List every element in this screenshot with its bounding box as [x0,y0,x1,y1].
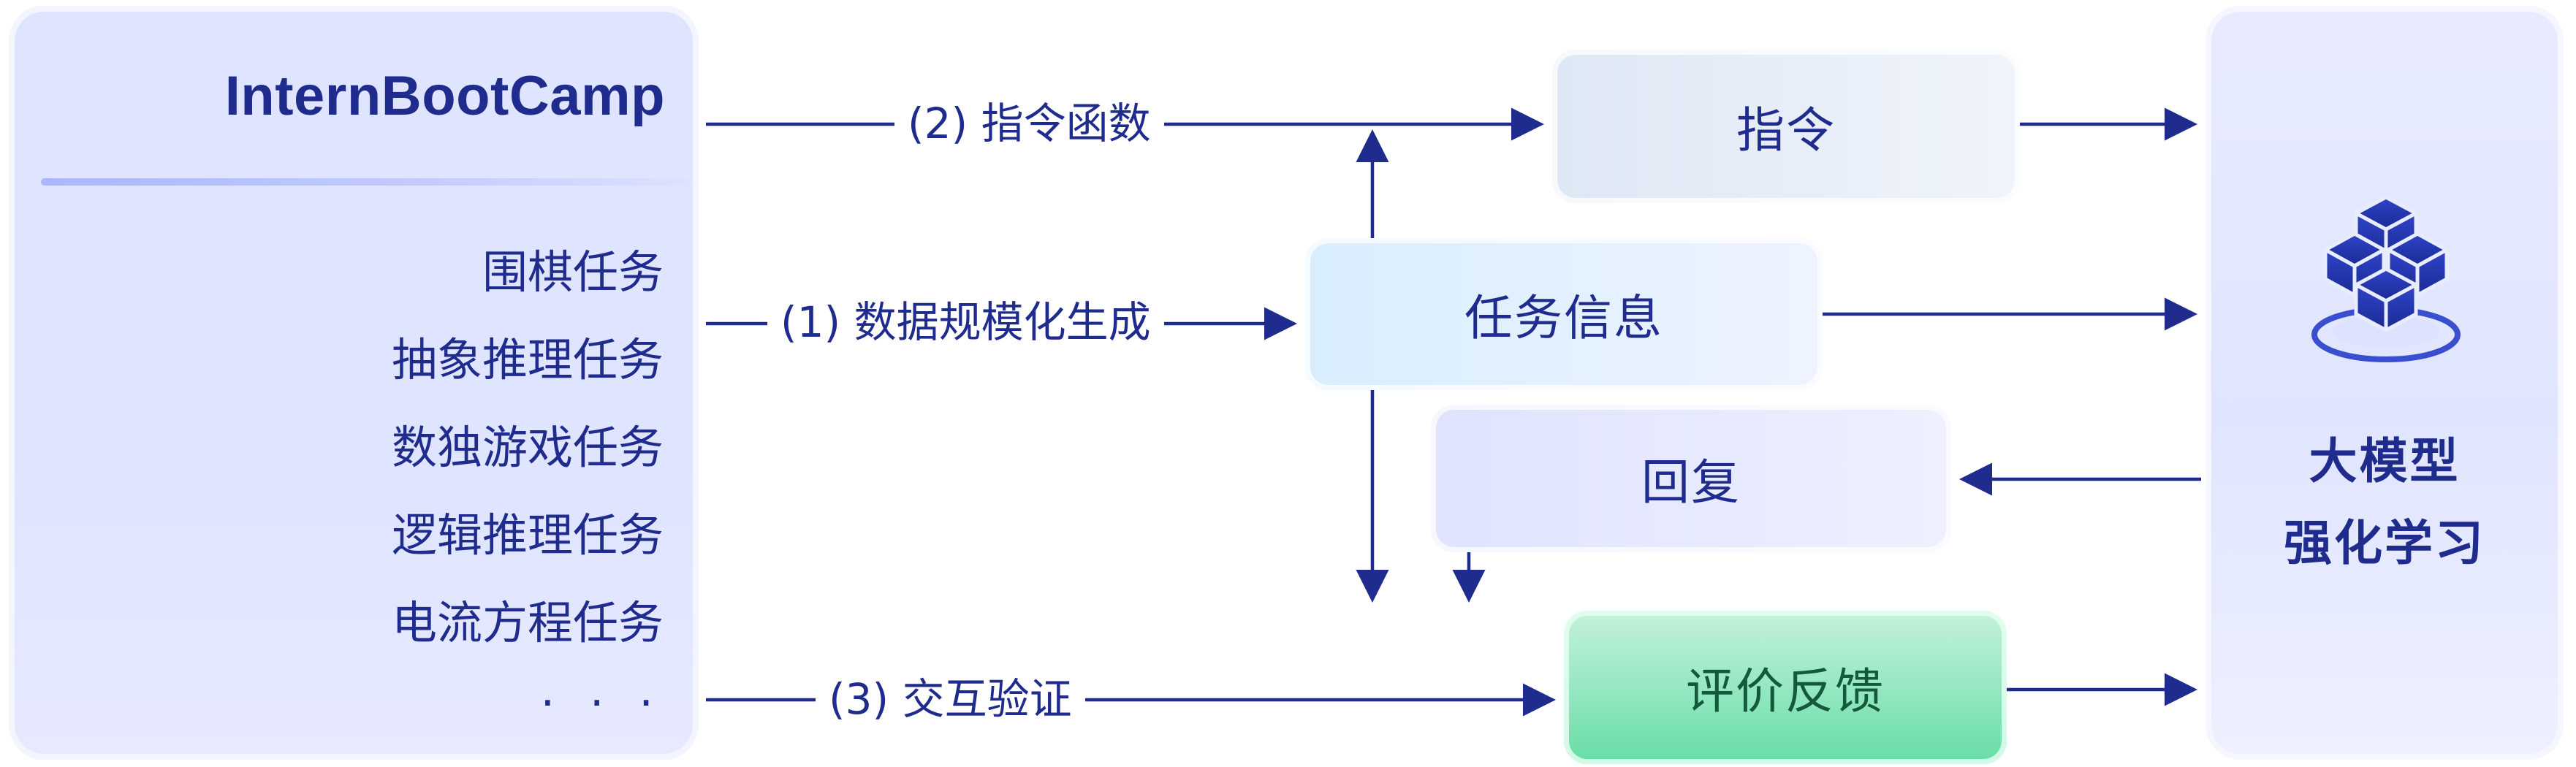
reply-box: 回复 [1431,405,1951,552]
evaluation-label: 评价反馈 [1686,663,1885,720]
label-data-scale-generation: (1) 数据规模化生成 [767,301,1164,343]
llm-label: 大模型 [2309,433,2461,489]
cube-stack-icon [2311,195,2461,362]
title-divider [41,178,691,186]
reply-label: 回复 [1641,454,1741,511]
label-instruction-function: (2) 指令函数 [894,102,1164,145]
right-panel [2205,6,2564,760]
evaluation-box: 评价反馈 [1564,611,2007,764]
instruction-box: 指令 [1552,50,2020,203]
task-circuit-equation: 电流方程任务 [391,596,664,649]
rl-label: 强化学习 [2284,515,2485,571]
left-panel [9,6,699,760]
task-go: 围棋任务 [482,245,664,299]
task-ellipsis: · · · [540,676,664,730]
task-info-label: 任务信息 [1464,290,1663,346]
label-interaction-verification: (3) 交互验证 [816,678,1085,720]
task-abstract-reasoning: 抽象推理任务 [391,333,664,386]
task-info-box: 任务信息 [1305,238,1823,390]
task-logic-reasoning: 逻辑推理任务 [391,508,664,562]
task-sudoku: 数独游戏任务 [391,421,664,474]
bootcamp-title: InternBootCamp [224,65,665,127]
instruction-label: 指令 [1736,102,1836,159]
